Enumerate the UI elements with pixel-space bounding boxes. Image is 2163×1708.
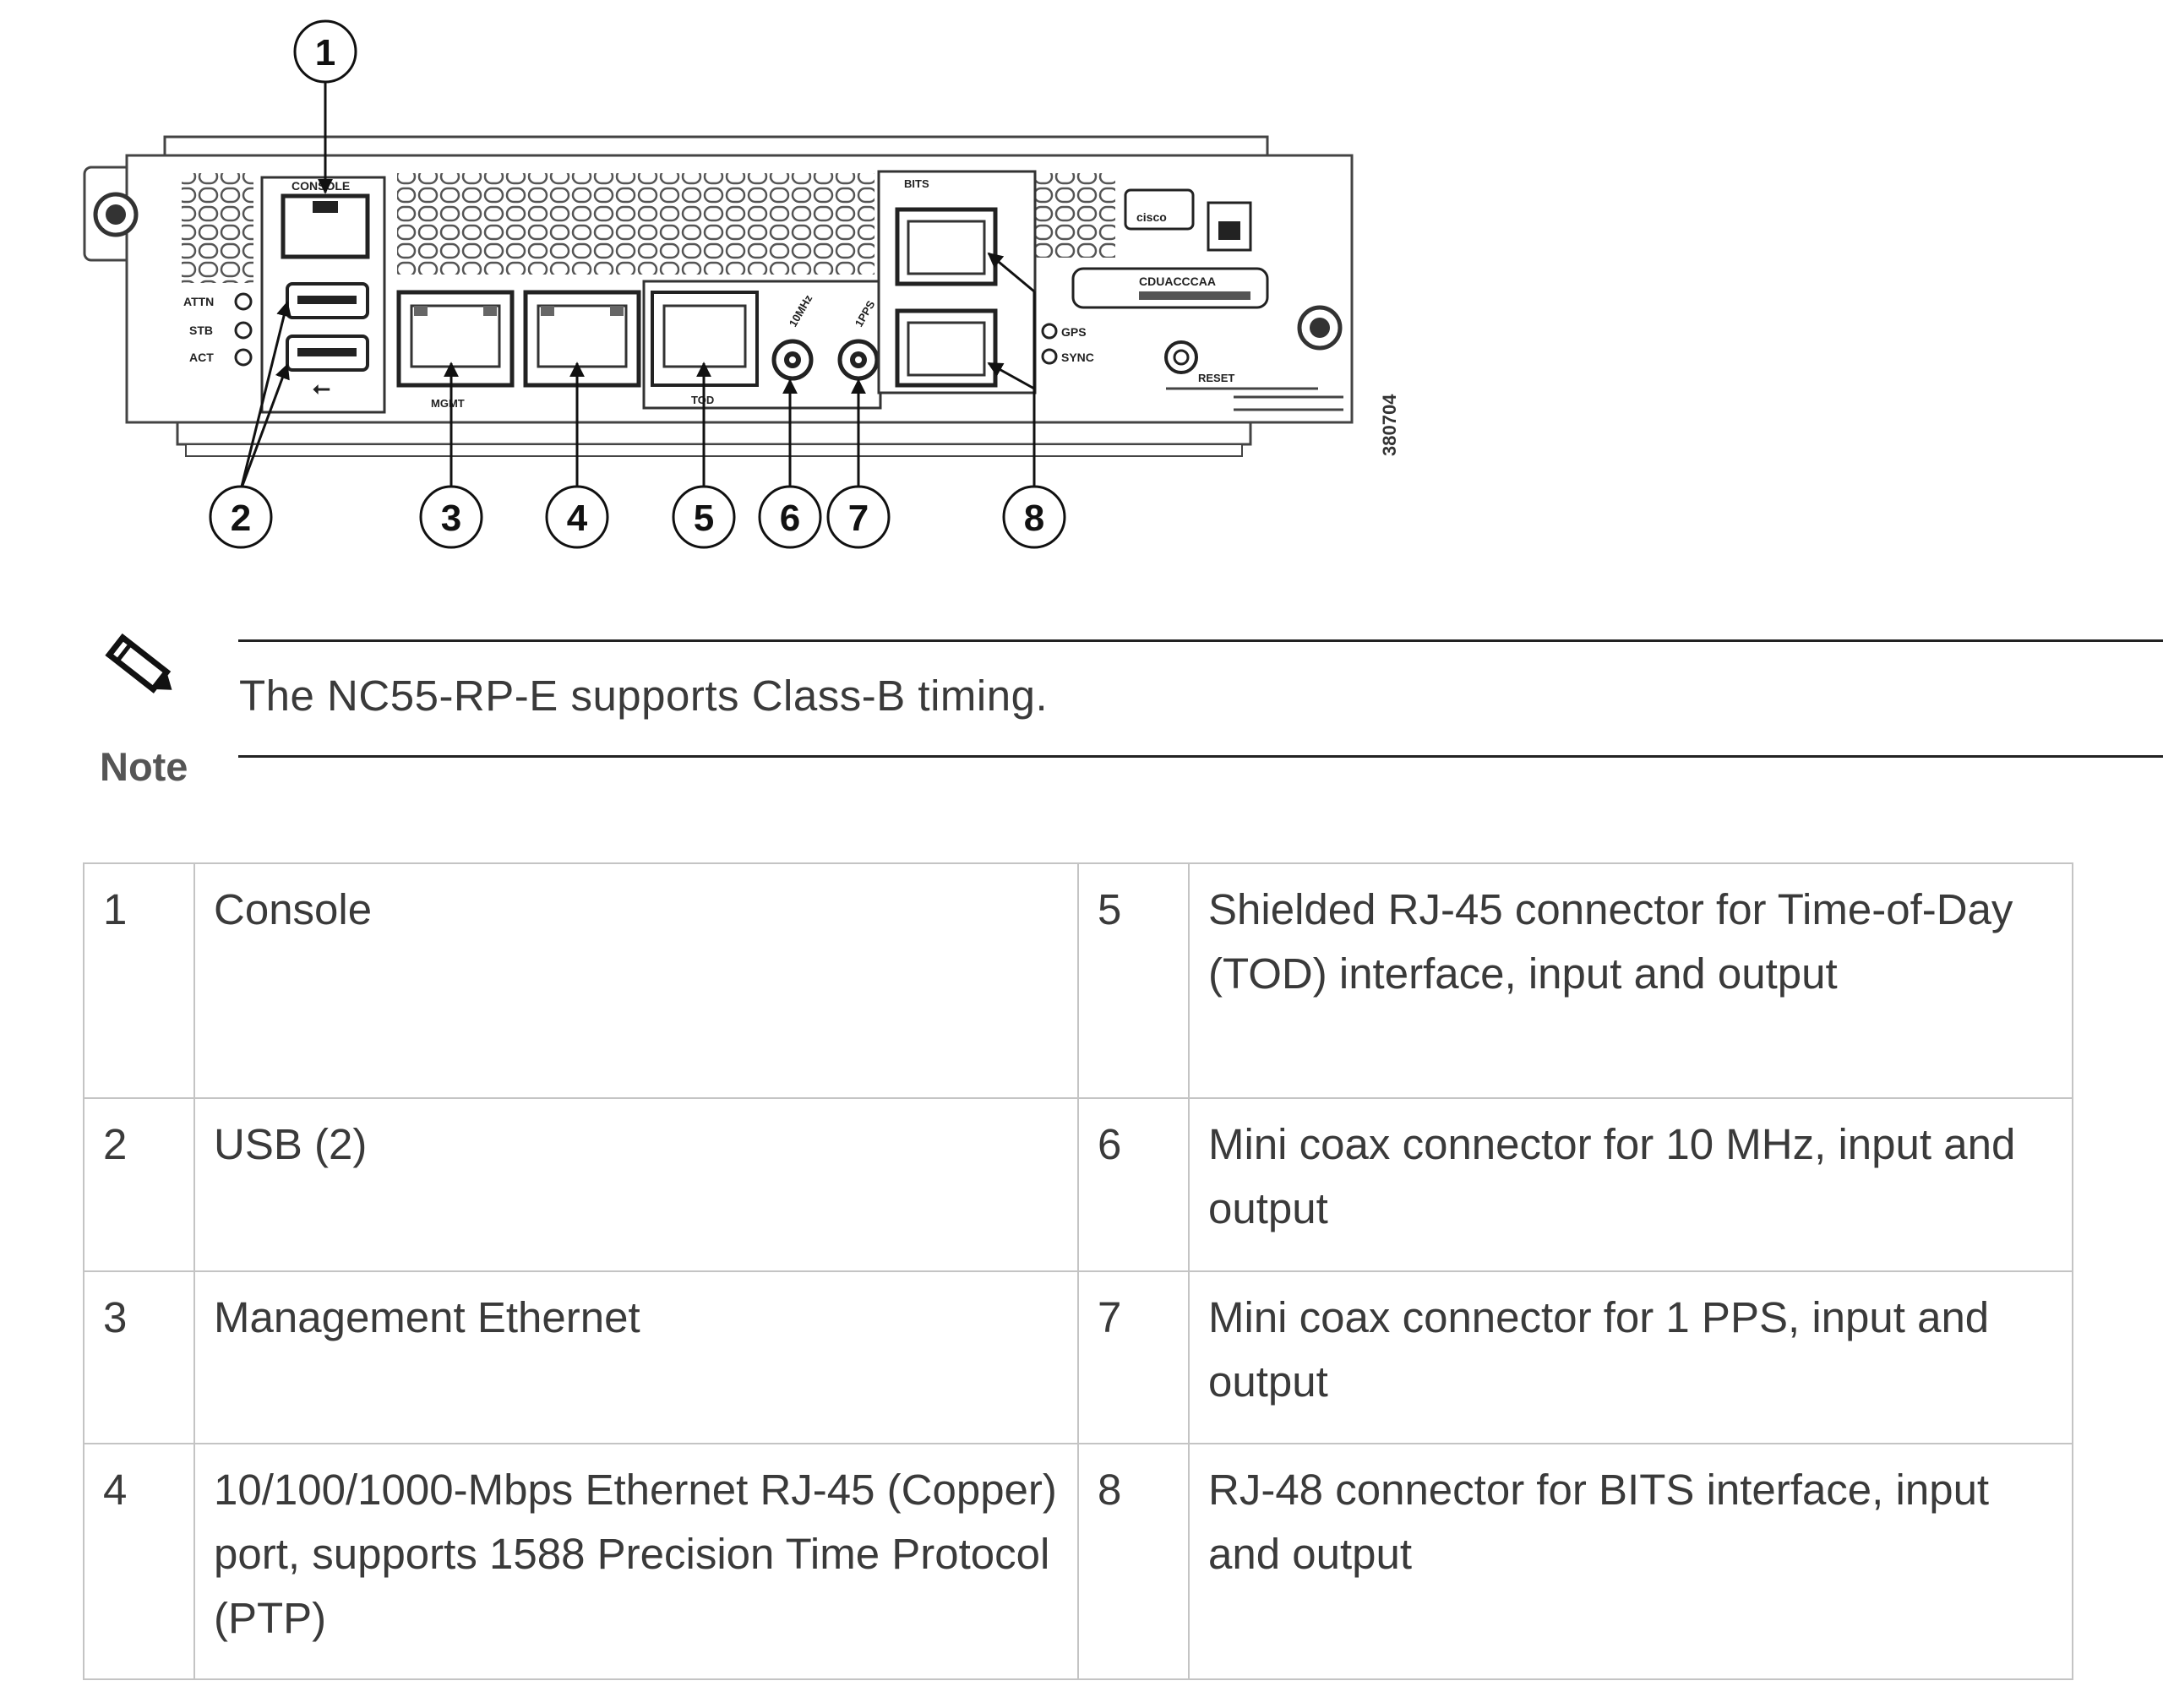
callout-8: 8 xyxy=(1002,485,1066,549)
callout-description: Mini coax connector for 1 PPS, input and… xyxy=(1188,1270,2073,1444)
callout-2: 2 xyxy=(209,485,273,549)
callout-number: 5 xyxy=(1077,862,1190,1099)
mgmt-port-label: MGMT xyxy=(431,397,465,410)
callout-4: 4 xyxy=(545,485,609,549)
callout-legend-table: 1 Console 5 Shielded RJ-45 connector for… xyxy=(83,862,2073,1680)
svg-text:8: 8 xyxy=(1024,498,1044,539)
cisco-logo: cisco xyxy=(1124,188,1195,231)
callout-description: Console xyxy=(193,862,1079,1099)
svg-text:5: 5 xyxy=(694,498,714,539)
table-row: 3 Management Ethernet 7 Mini coax connec… xyxy=(83,1270,2073,1444)
act-led xyxy=(234,348,253,367)
coax-10mhz-connector[interactable] xyxy=(771,339,814,381)
gps-led-label: GPS xyxy=(1061,325,1087,339)
callout-description: Mini coax connector for 10 MHz, input an… xyxy=(1188,1097,2073,1272)
reset-button[interactable] xyxy=(1164,340,1198,374)
callout-description: RJ-48 connector for BITS interface, inpu… xyxy=(1188,1443,2073,1680)
svg-text:3: 3 xyxy=(441,498,461,539)
table-row: 2 USB (2) 6 Mini coax connector for 10 M… xyxy=(83,1097,2073,1272)
bits-label: BITS xyxy=(904,177,929,190)
usb-port-top[interactable] xyxy=(286,282,369,319)
mgmt-ethernet-port[interactable] xyxy=(396,290,515,388)
table-row: 4 10/100/1000-Mbps Ethernet RJ-45 (Coppe… xyxy=(83,1443,2073,1680)
callout-number: 7 xyxy=(1077,1270,1190,1444)
ptp-ethernet-port[interactable] xyxy=(523,290,641,388)
reset-label: RESET xyxy=(1198,372,1234,384)
note-label: Note xyxy=(100,744,188,789)
attn-led xyxy=(234,292,253,311)
vent-grille-right xyxy=(1031,173,1115,258)
svg-text:4: 4 xyxy=(567,498,588,539)
callout-description: Shielded RJ-45 connector for Time-of-Day… xyxy=(1188,862,2073,1099)
id-tag xyxy=(1207,201,1252,252)
vent-grille-left xyxy=(182,173,253,283)
svg-text:6: 6 xyxy=(780,498,800,539)
callout-description: 10/100/1000-Mbps Ethernet RJ-45 (Copper)… xyxy=(193,1443,1079,1680)
bits-port-top[interactable] xyxy=(895,207,998,286)
stb-led xyxy=(234,321,253,340)
table-row: 1 Console 5 Shielded RJ-45 connector for… xyxy=(83,862,2073,1099)
figure-id: 380704 xyxy=(1379,394,1400,456)
note-top-rule xyxy=(238,639,2163,642)
sync-led-label: SYNC xyxy=(1061,351,1094,364)
callout-7: 7 xyxy=(826,485,891,549)
callout-number: 4 xyxy=(83,1443,195,1680)
callout-number: 1 xyxy=(83,862,195,1099)
act-led-label: ACT xyxy=(189,351,214,364)
bits-port-bottom[interactable] xyxy=(895,308,998,388)
svg-text:CDUACCCAA: CDUACCCAA xyxy=(1139,275,1216,288)
usb-symbol-icon: ⭠ xyxy=(313,375,330,400)
sync-led xyxy=(1041,348,1058,365)
serial-label: CDUACCCAA xyxy=(1071,267,1269,309)
note-bottom-rule xyxy=(238,755,2163,758)
note-text: The NC55-RP-E supports Class-B timing. xyxy=(239,672,1049,720)
callout-description: Management Ethernet xyxy=(193,1270,1079,1444)
usb-port-bottom[interactable] xyxy=(286,335,369,372)
attn-led-label: ATTN xyxy=(183,295,214,308)
svg-text:2: 2 xyxy=(231,498,251,539)
svg-text:7: 7 xyxy=(848,498,869,539)
svg-text:cisco: cisco xyxy=(1136,210,1167,224)
callout-description: USB (2) xyxy=(193,1097,1079,1272)
console-port[interactable] xyxy=(281,193,370,259)
callout-number: 8 xyxy=(1077,1443,1190,1680)
svg-text:1: 1 xyxy=(315,32,335,73)
console-port-label: CONSOLE xyxy=(291,179,350,193)
left-thumbscrew xyxy=(93,192,139,237)
pencil-icon xyxy=(100,629,181,705)
stb-led-label: STB xyxy=(189,324,213,337)
route-processor-figure: CONSOLE ⭠ ATTN STB ACT MGMT TOD xyxy=(0,0,1436,591)
callout-5: 5 xyxy=(672,485,736,549)
callout-6: 6 xyxy=(758,485,822,549)
coax-1pps-connector[interactable] xyxy=(837,339,880,381)
callout-number: 6 xyxy=(1077,1097,1190,1272)
callout-number: 3 xyxy=(83,1270,195,1444)
callout-1: 1 xyxy=(293,19,357,84)
vent-grille-center xyxy=(397,173,874,275)
callout-number: 2 xyxy=(83,1097,195,1272)
gps-led xyxy=(1041,323,1058,340)
callout-3: 3 xyxy=(419,485,483,549)
right-thumbscrew xyxy=(1297,305,1343,351)
